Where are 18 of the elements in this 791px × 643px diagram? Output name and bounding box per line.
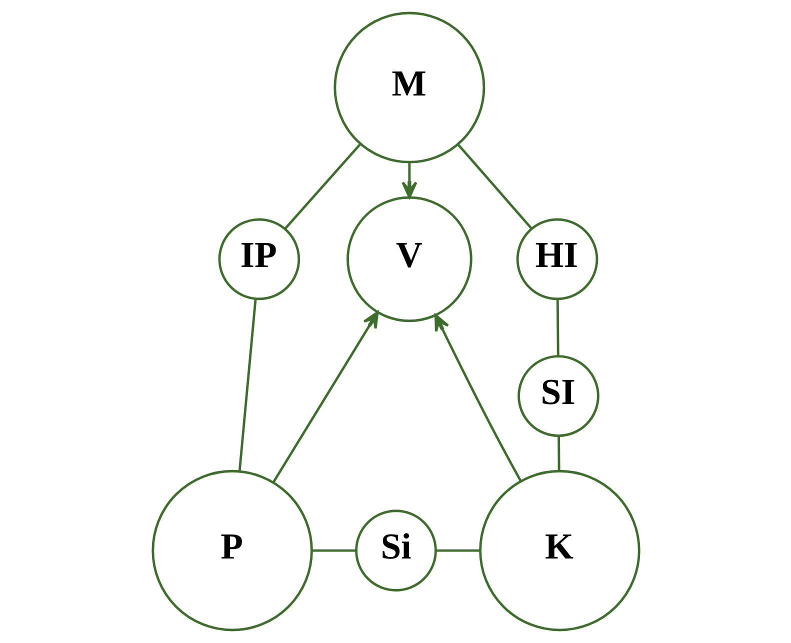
connector bbox=[238, 298, 256, 472]
arrow bbox=[434, 314, 522, 482]
connector bbox=[557, 436, 560, 471]
connector bbox=[284, 143, 361, 230]
node-circle: P bbox=[151, 470, 312, 632]
connector bbox=[435, 549, 480, 552]
node-circle: HI bbox=[516, 218, 598, 300]
arrow bbox=[272, 311, 378, 484]
node-circle: V bbox=[346, 196, 472, 322]
node-circle: Si bbox=[354, 510, 436, 592]
arrow bbox=[401, 162, 417, 198]
node-circle: M bbox=[333, 12, 485, 164]
node-circle: SI bbox=[517, 355, 599, 437]
node-circle: K bbox=[478, 470, 640, 632]
connector bbox=[456, 144, 532, 230]
node-circle: IP bbox=[218, 218, 300, 300]
connector bbox=[311, 549, 356, 552]
connector bbox=[556, 298, 559, 356]
